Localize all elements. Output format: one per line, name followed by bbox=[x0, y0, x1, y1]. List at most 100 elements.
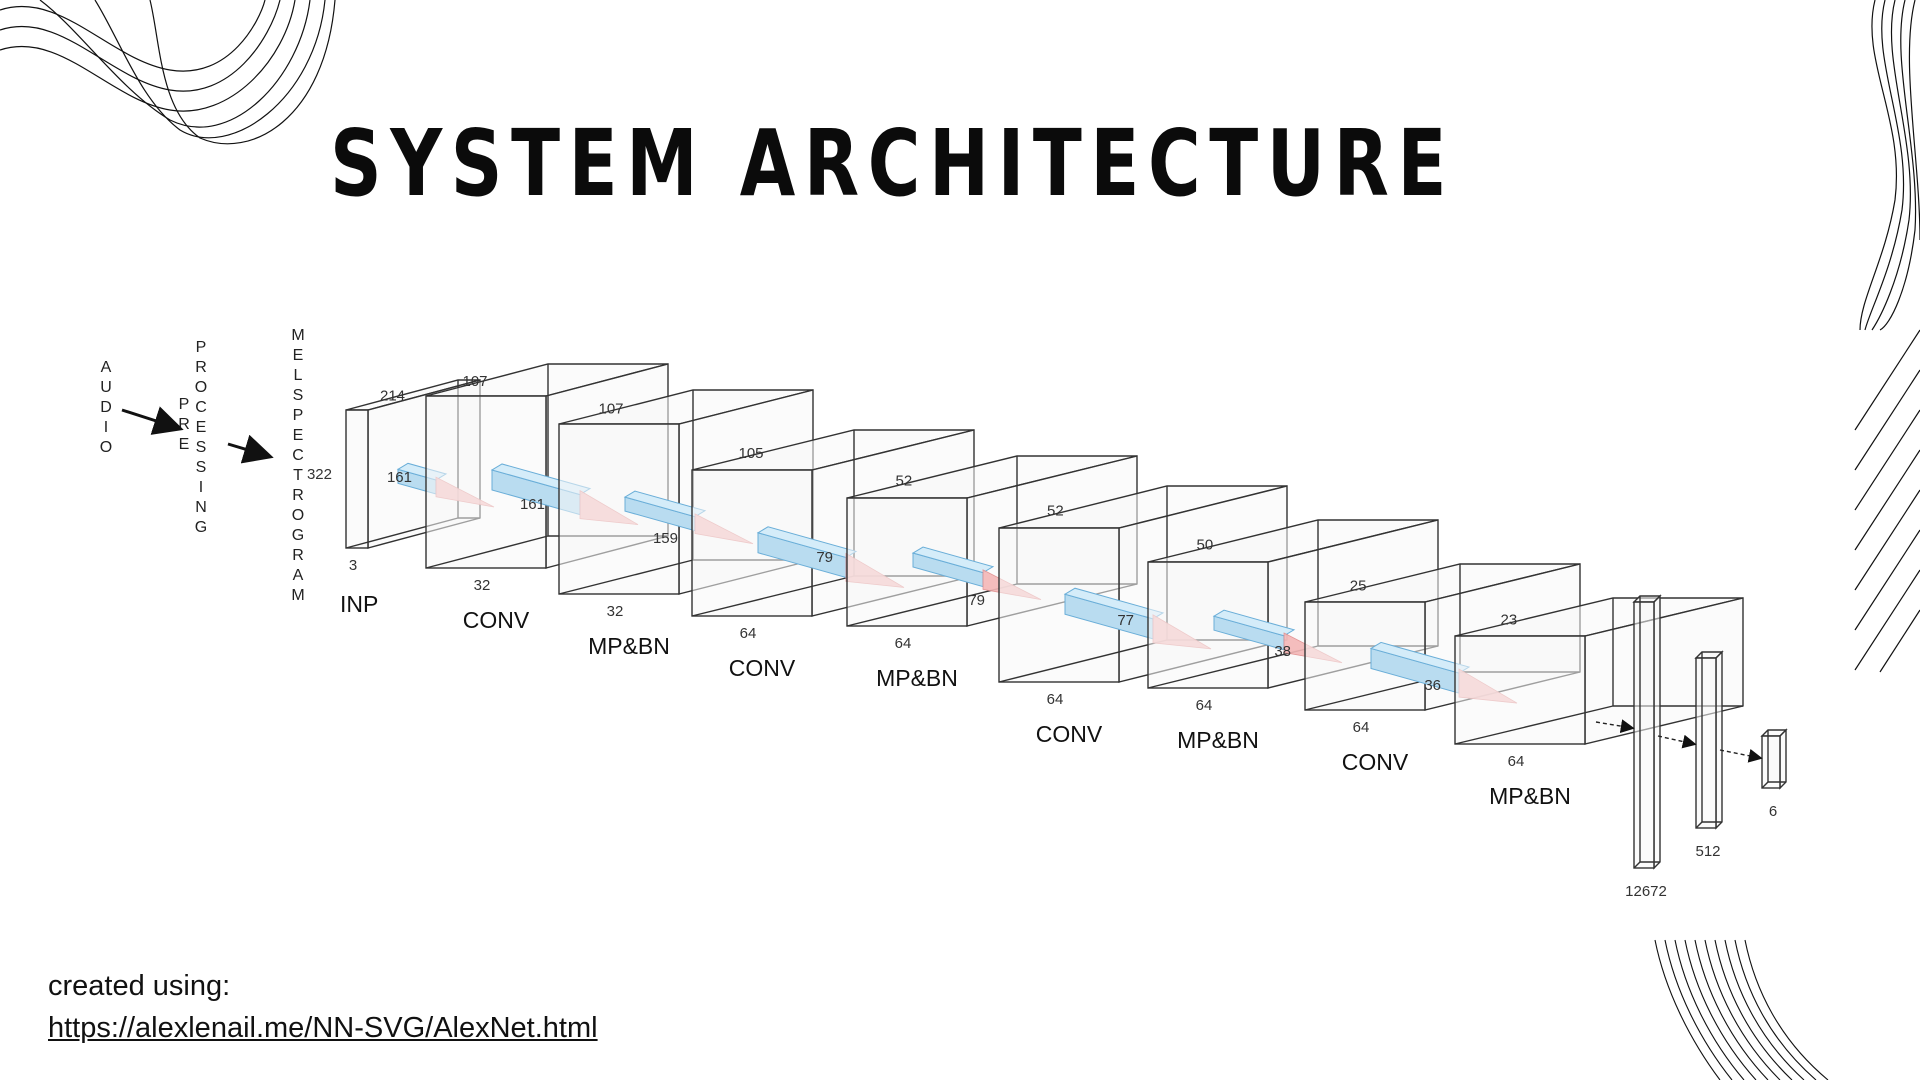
step-letter: C bbox=[292, 447, 304, 464]
dim-label-height: 161 bbox=[387, 469, 412, 486]
step-letter: O bbox=[194, 379, 208, 396]
layer-label: CONV bbox=[729, 655, 796, 681]
layer-label: MP&BN bbox=[588, 633, 670, 659]
step-letter: O bbox=[291, 507, 305, 524]
step-letter: L bbox=[293, 367, 303, 384]
step-letter: A bbox=[100, 359, 112, 376]
layer-label: CONV bbox=[1036, 721, 1103, 747]
layer-label: MP&BN bbox=[1177, 727, 1259, 753]
layer-label: MP&BN bbox=[876, 665, 958, 691]
box-hidden-edge bbox=[1695, 821, 1703, 829]
step-letter: C bbox=[195, 399, 207, 416]
dim-label-depth: 52 bbox=[896, 473, 913, 490]
step-letter: R bbox=[178, 416, 190, 433]
step-letter: G bbox=[194, 519, 208, 536]
dense-layers: 12672 512 6 bbox=[1595, 594, 1788, 900]
dim-label-width: 64 bbox=[895, 635, 912, 652]
dense-size-label: 6 bbox=[1769, 803, 1777, 820]
step-letter: S bbox=[292, 387, 304, 404]
layer-label: MP&BN bbox=[1489, 783, 1571, 809]
dense-connector bbox=[1595, 719, 1635, 734]
box-hidden-edge bbox=[998, 639, 1168, 683]
dim-label-height: 79 bbox=[816, 549, 833, 566]
right-diagonal-lines bbox=[1854, 329, 1920, 673]
step-letter: M bbox=[291, 327, 305, 344]
step-letter: G bbox=[291, 527, 305, 544]
box-hidden-edge bbox=[846, 583, 1018, 627]
step-letter: E bbox=[292, 347, 304, 364]
dim-label-width: 64 bbox=[1047, 691, 1064, 708]
dense-connector bbox=[1719, 748, 1763, 763]
layer-label: CONV bbox=[463, 607, 530, 633]
step-letter: R bbox=[292, 487, 304, 504]
dim-label-depth: 52 bbox=[1047, 503, 1064, 520]
box-front-face bbox=[1454, 635, 1586, 745]
step-letter: N bbox=[195, 499, 207, 516]
box-hidden-edge bbox=[1761, 781, 1769, 789]
layer-label: CONV bbox=[1342, 749, 1409, 775]
bottom-right-curve-lines bbox=[1654, 939, 1829, 1080]
dim-label-width: 64 bbox=[1353, 719, 1370, 736]
box-side-face bbox=[1715, 650, 1723, 830]
step-letter: O bbox=[99, 439, 113, 456]
kernel-top bbox=[1212, 609, 1296, 637]
conv-layers: 2143223INP10716132CONV10716132MP&BN10515… bbox=[307, 363, 1744, 809]
footer-link[interactable]: https://alexlenail.me/NN-SVG/AlexNet.htm… bbox=[48, 1012, 598, 1044]
dense-size-label: 12672 bbox=[1625, 883, 1667, 900]
box-hidden-edge bbox=[1633, 861, 1641, 869]
dim-label-height: 38 bbox=[1274, 643, 1291, 660]
box-hidden-edge bbox=[558, 559, 694, 595]
dim-label-width: 32 bbox=[607, 603, 624, 620]
dim-label-width: 3 bbox=[349, 557, 357, 574]
dense-connector bbox=[1657, 734, 1697, 749]
step-letter: R bbox=[195, 359, 207, 376]
step-letter: U bbox=[100, 379, 112, 396]
dim-label-width: 64 bbox=[1196, 697, 1213, 714]
box-side-face bbox=[1653, 594, 1661, 870]
box-front-face bbox=[1761, 735, 1781, 789]
slide-title: SYSTEM ARCHITECTURE bbox=[330, 110, 1456, 217]
dim-label-depth: 25 bbox=[1350, 578, 1367, 595]
box-front-face bbox=[1633, 601, 1655, 869]
footer-caption: created using: bbox=[48, 970, 231, 1002]
dim-label-depth: 107 bbox=[463, 373, 488, 390]
step-letter: E bbox=[292, 427, 304, 444]
step-letter: P bbox=[195, 339, 207, 356]
step-letter: I bbox=[103, 419, 109, 436]
arrow-processing-to-mel bbox=[227, 434, 274, 464]
box-hidden-edge bbox=[425, 535, 549, 569]
dim-label-height: 36 bbox=[1424, 677, 1441, 694]
step-letter: P bbox=[178, 396, 190, 413]
kernel-prism bbox=[1063, 587, 1165, 640]
step-letter: R bbox=[292, 547, 304, 564]
dim-label-height: 77 bbox=[1117, 612, 1134, 629]
dim-label-depth: 50 bbox=[1197, 537, 1214, 554]
dense-layer-2: 6 bbox=[1760, 728, 1788, 820]
kernel-prism bbox=[1212, 609, 1296, 651]
dim-label-depth: 23 bbox=[1501, 612, 1518, 629]
dim-label-depth: 214 bbox=[380, 388, 405, 405]
box-hidden-edge bbox=[1454, 705, 1614, 745]
dim-label-width: 64 bbox=[740, 625, 757, 642]
kernel-prism bbox=[911, 546, 995, 588]
box-side-face bbox=[1779, 728, 1787, 790]
step-letter: T bbox=[293, 467, 303, 484]
step-letter: A bbox=[292, 567, 304, 584]
dim-label-height: 161 bbox=[520, 496, 545, 513]
dense-size-label: 512 bbox=[1695, 843, 1720, 860]
dense-layer-1: 512 bbox=[1694, 650, 1724, 860]
step-letter: P bbox=[292, 407, 304, 424]
box-front-face bbox=[345, 409, 369, 549]
dim-label-depth: 107 bbox=[599, 401, 624, 418]
dim-label-height: 159 bbox=[653, 530, 678, 547]
step-letter: D bbox=[100, 399, 112, 416]
kernel-top bbox=[911, 546, 995, 574]
dim-label-height: 79 bbox=[968, 592, 985, 609]
step-letter: E bbox=[195, 419, 207, 436]
